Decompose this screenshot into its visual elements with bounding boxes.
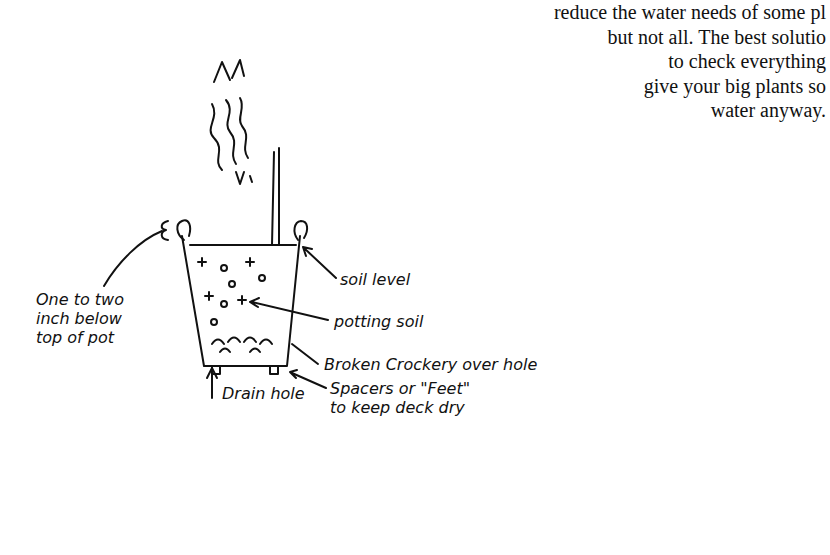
spacer-foot bbox=[270, 366, 278, 374]
plant-leaf bbox=[240, 98, 248, 158]
plant-stem bbox=[278, 148, 280, 245]
body-text: to check everything bbox=[668, 49, 826, 73]
callout-label: Broken Crockery over hole bbox=[324, 355, 537, 374]
leader-line bbox=[104, 231, 162, 286]
soil-mark bbox=[229, 281, 235, 287]
plant-leaf bbox=[211, 104, 222, 170]
callout-label: Drain hole bbox=[222, 384, 305, 403]
soil-mark bbox=[221, 265, 227, 271]
callout-note: One to two inch below top of pot bbox=[36, 290, 140, 347]
pot-rim bbox=[294, 221, 307, 240]
soil-mark bbox=[211, 319, 217, 325]
body-text: but not all. The best solutio bbox=[607, 25, 826, 49]
callout-note: Spacers or "Feet" to keep deck dry bbox=[330, 379, 480, 417]
body-text: water anyway. bbox=[711, 98, 826, 122]
crockery-shard bbox=[212, 338, 272, 353]
plant-tip bbox=[214, 60, 244, 82]
plant-leaf bbox=[236, 172, 252, 184]
soil-line bbox=[190, 244, 296, 246]
leader-arrow bbox=[207, 368, 217, 398]
pot-rim bbox=[177, 220, 190, 240]
callout-label: potting soil bbox=[334, 312, 423, 331]
soil-mark bbox=[198, 258, 254, 304]
plant-stem bbox=[272, 152, 274, 245]
plant-leaf bbox=[226, 100, 236, 164]
leader-line bbox=[292, 344, 318, 364]
body-text: reduce the water needs of some pl bbox=[554, 0, 826, 24]
leader-arrow bbox=[250, 298, 328, 320]
callout-label: soil level bbox=[340, 270, 410, 289]
soil-mark bbox=[221, 301, 227, 307]
body-text: give your big plants so bbox=[644, 74, 826, 98]
leader-arrow bbox=[303, 247, 336, 278]
soil-mark bbox=[259, 275, 265, 281]
pot-outline bbox=[182, 236, 300, 366]
